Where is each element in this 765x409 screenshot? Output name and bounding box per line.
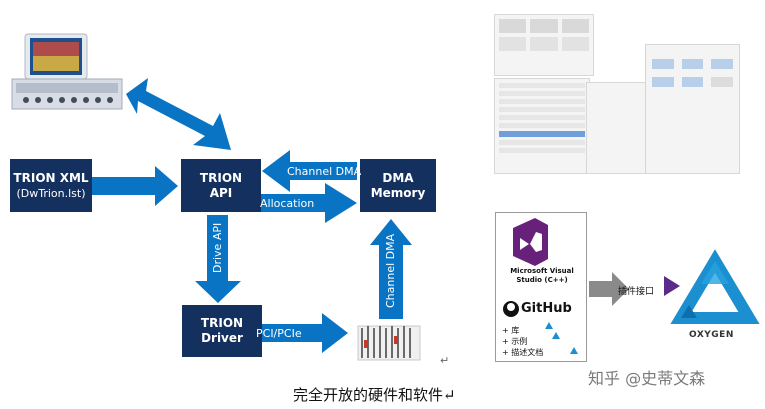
plugin-interface-label: 插件接口 bbox=[618, 287, 655, 297]
list-item: + 库 bbox=[502, 326, 520, 335]
trion-driver-line1: TRION bbox=[200, 316, 244, 330]
arrow-allocation bbox=[248, 183, 357, 223]
trion-api-box: TRION API bbox=[181, 159, 261, 212]
sdk-panel bbox=[495, 212, 587, 362]
oxygen-label: OXYGEN bbox=[689, 330, 734, 340]
arrow-drive-api bbox=[195, 215, 241, 303]
figure-caption: 完全开放的硬件和软件↵ bbox=[293, 386, 456, 404]
label-channel-dma-top: Channel DMA bbox=[287, 165, 362, 178]
trion-hardware-image bbox=[11, 33, 123, 110]
dma-memory-box: DMA Memory bbox=[360, 159, 436, 212]
github-label: GitHub bbox=[521, 301, 572, 316]
trion-card-image bbox=[357, 325, 421, 361]
triangle-icon-1 bbox=[545, 322, 553, 329]
list-item: + 示例 bbox=[502, 337, 528, 346]
trion-xml-title: TRION XML bbox=[13, 170, 89, 185]
oxygen-logo bbox=[670, 249, 760, 324]
arrow-pci bbox=[246, 313, 348, 353]
trion-xml-box: TRION XML (DwTrion.lst) bbox=[10, 159, 92, 212]
label-pci: PCI/PCIe bbox=[256, 327, 302, 340]
label-allocation: Allocation bbox=[260, 197, 315, 210]
trion-driver-line2: Driver bbox=[201, 331, 243, 345]
software-menu-screenshot bbox=[494, 78, 590, 174]
software-functions-screenshot bbox=[645, 44, 740, 174]
visual-studio-label: Microsoft Visual Studio (C++) bbox=[510, 267, 574, 284]
triangle-icon-2 bbox=[552, 332, 560, 339]
arrow-plugin bbox=[589, 272, 629, 306]
dma-memory-line1: DMA bbox=[382, 170, 414, 185]
visual-studio-logo bbox=[513, 218, 548, 266]
trion-xml-subtitle: (DwTrion.lst) bbox=[16, 186, 86, 200]
arrow-channel-dma-top bbox=[262, 150, 357, 192]
arrow-xml-to-api bbox=[92, 166, 178, 206]
sdk-resource-list: + 库 + 示例 + 描述文档 bbox=[502, 325, 543, 358]
label-channel-dma-vertical: Channel DMA bbox=[384, 233, 397, 308]
arrow-api-interface bbox=[126, 78, 231, 150]
arrow-channel-dma-vertical bbox=[370, 219, 412, 319]
software-icon-grid-screenshot bbox=[494, 14, 594, 76]
trion-api-line2: API bbox=[209, 185, 233, 200]
oxygen-pointer bbox=[664, 276, 680, 296]
trion-api-line1: TRION bbox=[199, 170, 243, 185]
label-drive-api: Drive API bbox=[211, 222, 224, 273]
watermark: 知乎 @史蒂文森 bbox=[588, 369, 706, 388]
software-palette-screenshot bbox=[586, 82, 646, 174]
dma-memory-line2: Memory bbox=[370, 185, 426, 200]
triangle-icon-3 bbox=[570, 347, 578, 354]
return-mark: ↵ bbox=[440, 354, 450, 367]
list-item: + 描述文档 bbox=[502, 348, 544, 357]
trion-driver-box: TRION Driver bbox=[182, 305, 262, 357]
